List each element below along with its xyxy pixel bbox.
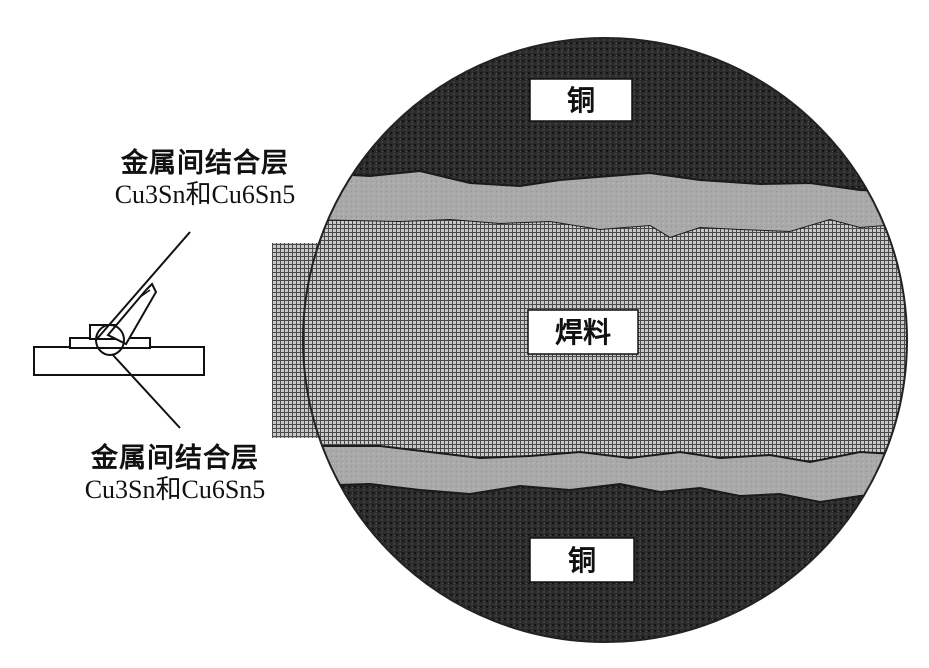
callout-bottom-formula: Cu3Sn和Cu6Sn5 <box>84 475 266 504</box>
copper-top-label-box <box>529 78 633 122</box>
callout-top-title: 金属间结合层 <box>121 148 289 179</box>
micrograph-outline <box>302 37 908 643</box>
callout-top: 金属间结合层 Cu3Sn和Cu6Sn5 <box>60 148 350 210</box>
copper-bottom-label: 铜 <box>568 544 596 577</box>
leader-line-bottom <box>111 353 181 429</box>
leader-line-top <box>95 231 191 341</box>
callout-bottom-title: 金属间结合层 <box>91 443 259 474</box>
copper-bottom-label-box <box>529 537 635 583</box>
solder-label-box <box>527 309 639 355</box>
callout-top-formula: Cu3Sn和Cu6Sn5 <box>114 180 296 209</box>
copper-top-label: 铜 <box>567 84 595 117</box>
callout-bottom: 金属间结合层 Cu3Sn和Cu6Sn5 <box>30 443 320 505</box>
soldering-iron-tip <box>106 282 158 346</box>
joint-schematic <box>33 282 205 376</box>
solder-label: 焊料 <box>555 316 611 349</box>
